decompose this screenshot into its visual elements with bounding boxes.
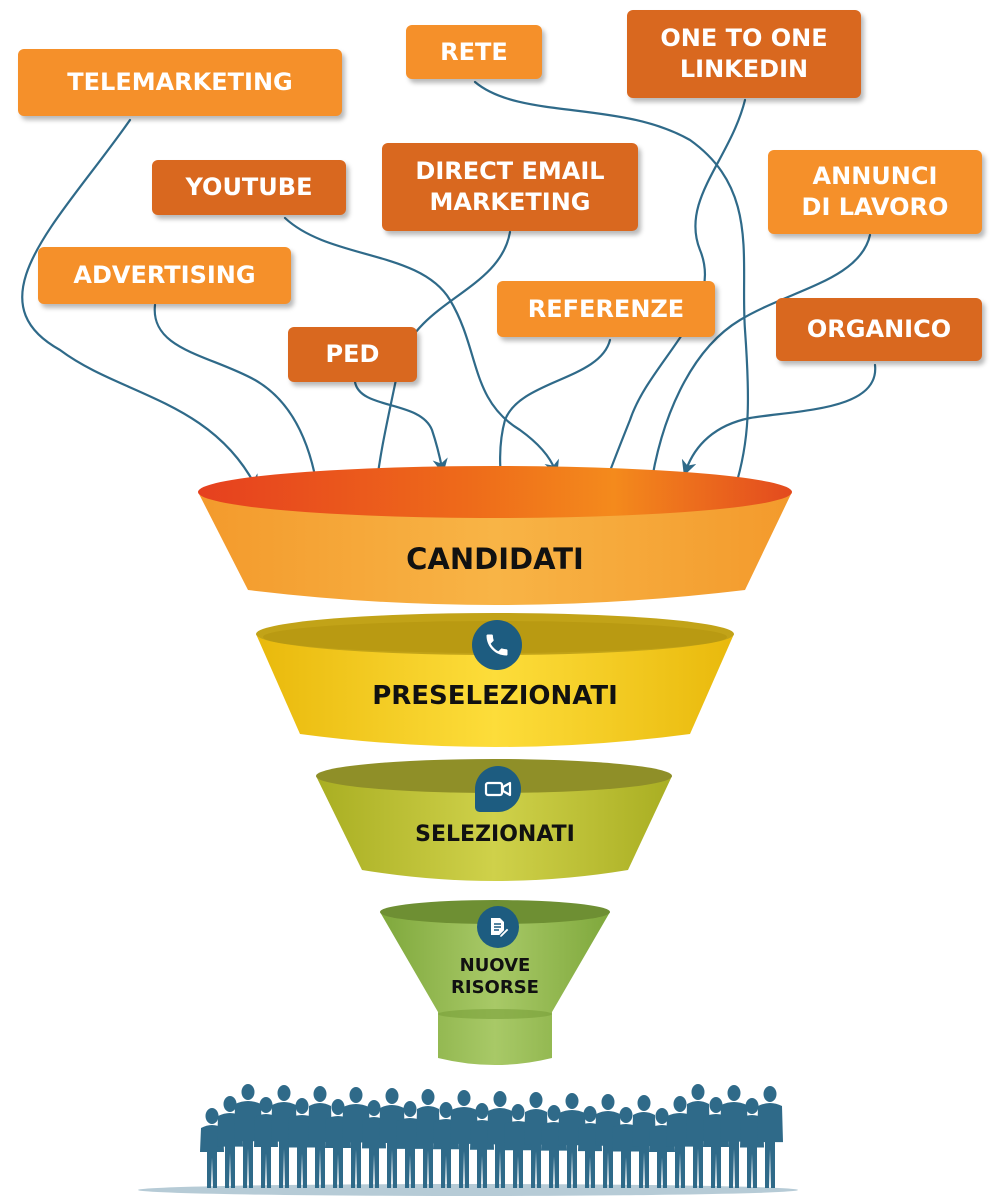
stage-label-preselezionati: PRESELEZIONATI (372, 681, 618, 711)
source-direct-email-label: DIRECT EMAIL MARKETING (415, 157, 605, 216)
source-ped: PED (288, 327, 417, 382)
person-silhouette (757, 1086, 783, 1188)
source-telemarketing-label: TELEMARKETING (67, 68, 293, 96)
source-annunci-di-lavoro: ANNUNCI DI LAVORO (768, 150, 982, 234)
source-rete: RETE (406, 25, 542, 79)
source-direct-email-marketing: DIRECT EMAIL MARKETING (382, 143, 638, 231)
arrow-organico (681, 363, 877, 476)
source-annunci-label: ANNUNCI DI LAVORO (801, 162, 949, 221)
arrow-ped (353, 380, 448, 475)
source-youtube: YOUTUBE (152, 160, 346, 215)
source-organico: ORGANICO (776, 298, 982, 361)
crowd-silhouette (200, 1084, 783, 1188)
arrow-youtube (283, 216, 559, 476)
funnel-candidati (198, 466, 792, 605)
funnel-preselezionati (256, 613, 734, 747)
source-referenze-label: REFERENZE (527, 294, 685, 323)
video-chat-icon (475, 766, 521, 812)
source-one-to-one-linkedin: ONE TO ONE LINKEDIN (627, 10, 861, 98)
connector-arrows (21, 80, 877, 499)
source-organico-label: ORGANICO (806, 315, 952, 343)
stage-label-selezionati: SELEZIONATI (415, 822, 575, 847)
arrow-advertising (153, 303, 325, 499)
stage-label-nuove-risorse: NUOVE RISORSE (451, 955, 539, 998)
source-referenze: REFERENZE (497, 281, 715, 337)
source-advertising-label: ADVERTISING (73, 261, 256, 289)
phone-icon (472, 620, 522, 670)
document-edit-icon (477, 906, 519, 948)
source-advertising: ADVERTISING (38, 247, 291, 304)
arrow-annunci (643, 233, 872, 499)
source-ped-label: PED (325, 340, 380, 368)
source-rete-label: RETE (440, 37, 508, 66)
source-linkedin-label: ONE TO ONE LINKEDIN (660, 24, 828, 83)
source-youtube-label: YOUTUBE (185, 173, 313, 201)
source-telemarketing: TELEMARKETING (18, 49, 342, 116)
stage-label-candidati: CANDIDATI (406, 542, 584, 576)
arrow-rete (473, 80, 750, 494)
arrow-telemarketing (21, 118, 258, 491)
